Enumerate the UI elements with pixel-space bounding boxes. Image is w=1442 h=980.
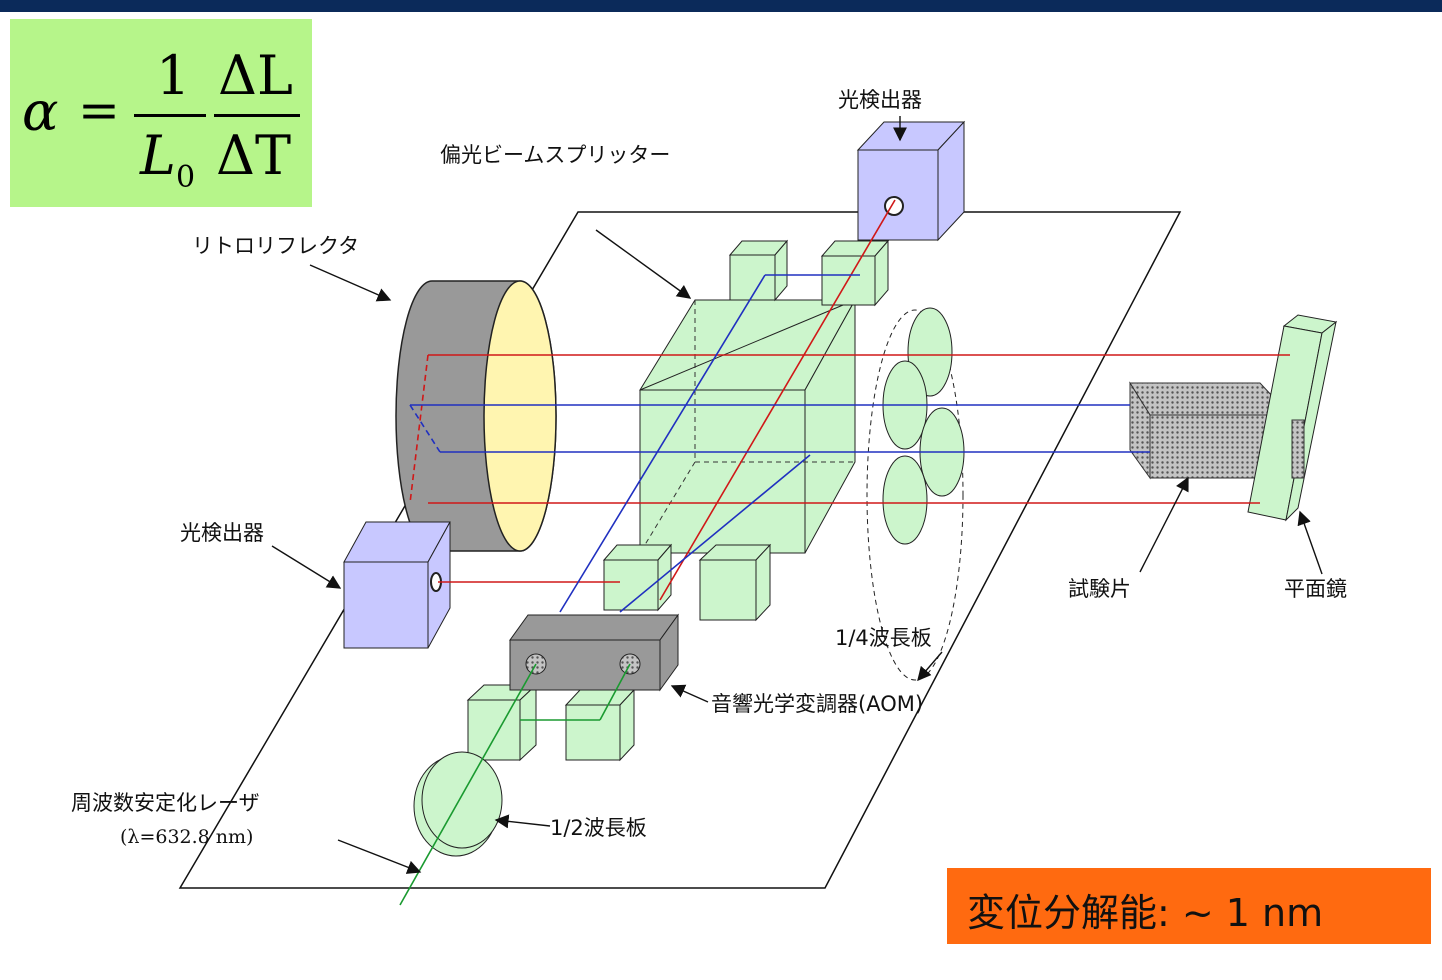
beam-blue [409,274,1150,613]
small-optics [466,239,890,762]
formula-delta-l: ΔL [218,44,293,107]
resolution-box: 変位分解能: ~ 1 nm [947,868,1431,944]
label-wavelength: (λ=632.8 nm) [120,826,253,848]
beam-green [399,663,631,906]
beam-splitter-cube [639,298,856,554]
photodetector-top [856,120,966,242]
formula-subscript-zero: 0 [176,160,196,195]
formula-delta-t: ΔT [216,124,292,187]
formula-box: α = 1 L 0 ΔL ΔT [10,19,312,207]
formula-equals: = [78,81,120,139]
formula-alpha: α [22,80,59,143]
label-retroreflector: リトロリフレクタ [192,234,359,258]
label-plane-mirror: 平面鏡 [1284,577,1347,601]
label-half-wave-plate: 1/2波長板 [550,816,647,840]
label-specimen: 試験片 [1068,577,1131,601]
formula-numerator-one: 1 [156,44,191,107]
beam-red [409,199,1290,601]
aom [509,613,679,692]
photodetector-left [343,521,451,649]
label-photodetector-left: 光検出器 [180,521,264,545]
label-aom: 音響光学変調器(AOM) [711,692,923,716]
fraction-bar-1 [134,114,206,117]
retroreflector [395,280,557,552]
half-wave-plate [413,751,503,857]
label-laser: 周波数安定化レーザ [71,791,260,815]
fraction-bar-2 [214,114,300,117]
label-polarizing-beam-splitter: 偏光ビームスプリッター [440,143,670,167]
formula-l-zero: L [140,124,176,187]
quarter-wave-plates [866,307,965,681]
label-photodetector-top: 光検出器 [838,88,922,112]
leader-lines [271,116,1323,874]
base-plate [178,211,1182,889]
top-bar [0,0,1442,12]
resolution-text: 変位分解能: ~ 1 nm [967,891,1324,935]
plane-mirror [1247,314,1338,522]
specimen [1129,381,1292,480]
label-quarter-wave-plate: 1/4波長板 [835,626,932,650]
